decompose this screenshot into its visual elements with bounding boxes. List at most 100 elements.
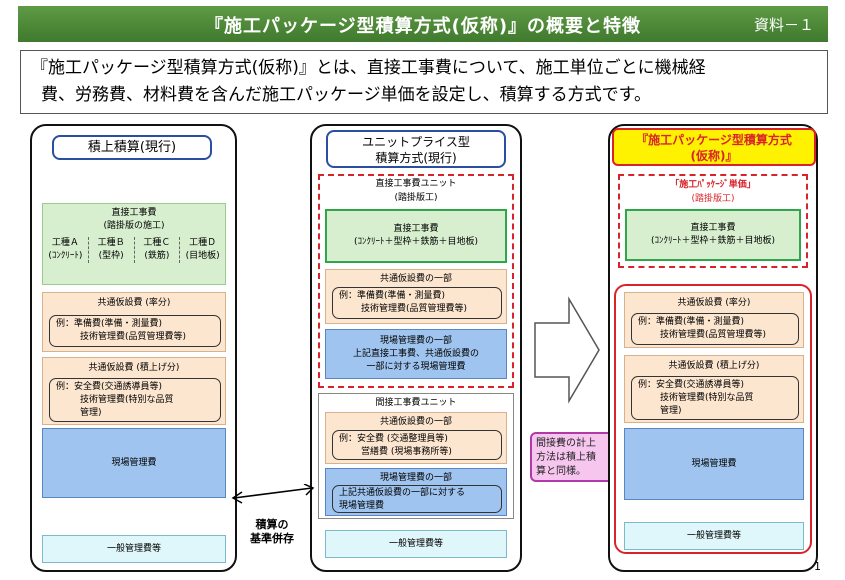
example-line: 技術管理費(品質管理費等) <box>361 304 468 314</box>
left-direct-title: 直接工事費 <box>111 208 157 218</box>
process-name: 工種Ｃ <box>143 238 171 248</box>
process-item: 工種Ｂ (型枠) <box>89 237 135 263</box>
example-line: 技術管理費(特別な品質 <box>80 395 174 405</box>
right-title-line1: 『施工パッケージ型積算方式 <box>636 133 792 147</box>
header-banner: 『施工パッケージ型積算方式(仮称)』の概要と特徴 資料－１ <box>18 6 828 42</box>
example-line: 例：安全費 (交通整理員等) <box>339 434 448 444</box>
right-site-mgmt-label: 現場管理費 <box>691 458 737 469</box>
left-common-stack-box: 共通仮設費 (積上げ分) 例：安全費(交通誘導員等) 技術管理費(特別な品質 管… <box>42 357 226 425</box>
intro-line-1: 『施工パッケージ型積算方式(仮称)』とは、直接工事費について、施工単位ごとに機械… <box>31 58 706 78</box>
example-line: 上記共通仮設費の一部に対する <box>339 488 466 498</box>
left-common-rate-example: 例：準備費(準備・測量費) 技術管理費(品質管理費等) <box>49 315 221 347</box>
example-line: 例：準備費(準備・測量費) <box>339 291 446 301</box>
middle-indirect-site-example: 上記共通仮設費の一部に対する 現場管理費 <box>332 485 502 513</box>
example-line: 技術管理費(特別な品質 <box>660 393 754 403</box>
example-line: 例：準備費(準備・測量費) <box>56 319 163 329</box>
example-line: 管理) <box>660 406 682 416</box>
process-name: 工種Ｄ <box>189 238 217 248</box>
middle-direct-unit-sub: (踏掛版工) <box>394 193 438 203</box>
left-general-mgmt-box: 一般管理費等 <box>42 535 226 563</box>
page-title: 『施工パッケージ型積算方式(仮称)』の概要と特徴 <box>204 16 642 37</box>
right-common-rate-title: 共通仮設費 (率分) <box>677 298 751 308</box>
middle-general-mgmt-label: 一般管理費等 <box>388 538 443 549</box>
left-process-row: 工種Ａ (ｺﾝｸﾘｰﾄ) 工種Ｂ (型枠) 工種Ｃ (鉄筋) 工種Ｄ (目地板) <box>43 237 225 263</box>
right-site-mgmt-box: 現場管理費 <box>624 428 804 500</box>
middle-direct-unit-frame <box>318 174 514 388</box>
middle-direct-cost-box: 直接工事費 (ｺﾝｸﾘｰﾄ＋型枠＋鉄筋＋目地板) <box>325 209 507 263</box>
callout-line: 算と同様。 <box>536 466 586 477</box>
middle-indirect-common-example: 例：安全費 (交通整理員等) 営繕費 (現場事務所等) <box>332 430 502 460</box>
right-title-line2: (仮称)』 <box>690 149 738 163</box>
process-item: 工種Ａ (ｺﾝｸﾘｰﾄ) <box>43 237 89 263</box>
middle-direct-title: 直接工事費 <box>393 224 439 234</box>
process-item: 工種Ｃ (鉄筋) <box>135 237 181 263</box>
right-package-sub: (踏掛版工) <box>691 194 735 204</box>
middle-indirect-site-title: 現場管理費の一部 <box>379 473 452 483</box>
middle-indirect-common-title: 共通仮設費の一部 <box>379 417 452 427</box>
left-common-stack-title: 共通仮設費 (積上げ分) <box>88 363 180 373</box>
right-common-stack-title: 共通仮設費 (積上げ分) <box>668 361 760 371</box>
left-column-title: 積上積算(現行) <box>52 135 212 160</box>
process-item: 工種Ｄ (目地板) <box>180 237 225 263</box>
right-package-title: 「施工ﾊﾟｯｹｰｼﾞ単価」 <box>670 180 756 190</box>
right-indirect-frame <box>614 284 812 554</box>
left-common-stack-example: 例：安全費(交通誘導員等) 技術管理費(特別な品質 管理) <box>49 378 221 422</box>
left-title-text: 積上積算(現行) <box>87 140 177 155</box>
callout-line: 間接費の計上 <box>536 438 596 449</box>
left-site-mgmt-label: 現場管理費 <box>111 457 157 468</box>
document-reference: 資料－１ <box>753 16 814 34</box>
middle-site-part-line: 上記直接工事費、共通仮設費の <box>352 349 479 359</box>
left-direct-sub: (踏掛版の施工) <box>103 221 165 231</box>
double-arrow-icon <box>231 484 315 504</box>
example-line: 例：安全費(交通誘導員等) <box>638 380 745 390</box>
example-line: 技術管理費(品質管理費等) <box>660 330 767 340</box>
middle-indirect-unit-frame <box>318 393 514 519</box>
left-site-mgmt-box: 現場管理費 <box>42 428 226 498</box>
page-number: 1 <box>814 560 821 573</box>
right-column-title: 『施工パッケージ型積算方式 (仮称)』 <box>612 128 816 166</box>
transition-arrow-icon <box>534 296 600 404</box>
right-common-stack-example: 例：安全費(交通誘導員等) 技術管理費(特別な品質 管理) <box>631 376 799 420</box>
example-line: 管理) <box>80 408 102 418</box>
middle-site-part-box: 現場管理費の一部 上記直接工事費、共通仮設費の 一部に対する現場管理費 <box>325 329 507 379</box>
callout-line: 方法は積上積 <box>536 452 596 463</box>
process-detail: (目地板) <box>185 251 220 261</box>
process-detail: (型枠) <box>98 251 124 261</box>
right-common-rate-example: 例：準備費(準備・測量費) 技術管理費(品質管理費等) <box>631 313 799 345</box>
intro-line-2: 費、労務費、材料費を含んだ施工パッケージ単価を設定し、積算する方式です。 <box>41 85 651 105</box>
example-line: 営繕費 (現場事務所等) <box>361 447 452 457</box>
intro-text: 『施工パッケージ型積算方式(仮称)』とは、直接工事費について、施工単位ごとに機械… <box>20 50 828 114</box>
middle-direct-detail: (ｺﾝｸﾘｰﾄ＋型枠＋鉄筋＋目地板) <box>353 237 479 247</box>
right-package-frame <box>618 174 808 268</box>
left-general-mgmt-label: 一般管理費等 <box>106 543 161 554</box>
middle-common-part-example: 例：準備費(準備・測量費) 技術管理費(品質管理費等) <box>332 287 502 319</box>
right-general-mgmt-box: 一般管理費等 <box>624 522 804 550</box>
middle-indirect-common-box: 共通仮設費の一部 例：安全費 (交通整理員等) 営繕費 (現場事務所等) <box>325 412 507 464</box>
right-direct-title: 直接工事費 <box>690 223 736 233</box>
middle-common-part-box: 共通仮設費の一部 例：準備費(準備・測量費) 技術管理費(品質管理費等) <box>325 269 507 324</box>
middle-direct-unit-title: 直接工事費ユニット <box>375 179 457 189</box>
coexist-line1: 積算の <box>255 518 289 531</box>
process-name: 工種Ａ <box>51 238 79 248</box>
middle-title-line1: ユニットプライス型 <box>362 135 470 149</box>
middle-site-part-line: 一部に対する現場管理費 <box>366 362 466 372</box>
middle-site-part-title: 現場管理費の一部 <box>379 336 452 346</box>
right-direct-cost-box: 直接工事費 (ｺﾝｸﾘｰﾄ＋型枠＋鉄筋＋目地板) <box>625 209 801 261</box>
middle-common-part-title: 共通仮設費の一部 <box>379 274 452 284</box>
left-common-rate-box: 共通仮設費 (率分) 例：準備費(準備・測量費) 技術管理費(品質管理費等) <box>42 292 226 352</box>
indirect-cost-callout: 間接費の計上 方法は積上積 算と同様。 <box>530 432 614 482</box>
example-line: 例：準備費(準備・測量費) <box>638 317 745 327</box>
middle-indirect-unit-title: 間接工事費ユニット <box>375 398 457 408</box>
example-line: 技術管理費(品質管理費等) <box>80 332 187 342</box>
process-detail: (ｺﾝｸﾘｰﾄ) <box>48 251 83 261</box>
left-direct-cost-box: 直接工事費 (踏掛版の施工) 工種Ａ (ｺﾝｸﾘｰﾄ) 工種Ｂ (型枠) 工種Ｃ… <box>42 203 226 285</box>
right-common-rate-box: 共通仮設費 (率分) 例：準備費(準備・測量費) 技術管理費(品質管理費等) <box>624 292 804 348</box>
coexist-note: 積算の 基準併存 <box>244 518 300 546</box>
middle-indirect-site-box: 現場管理費の一部 上記共通仮設費の一部に対する 現場管理費 <box>325 468 507 516</box>
middle-column-title: ユニットプライス型 積算方式(現行) <box>326 130 506 168</box>
example-line: 現場管理費 <box>339 501 385 511</box>
process-detail: (鉄筋) <box>144 251 170 261</box>
left-common-rate-title: 共通仮設費 (率分) <box>97 298 171 308</box>
right-common-stack-box: 共通仮設費 (積上げ分) 例：安全費(交通誘導員等) 技術管理費(特別な品質 管… <box>624 355 804 423</box>
example-line: 例：安全費(交通誘導員等) <box>56 382 163 392</box>
